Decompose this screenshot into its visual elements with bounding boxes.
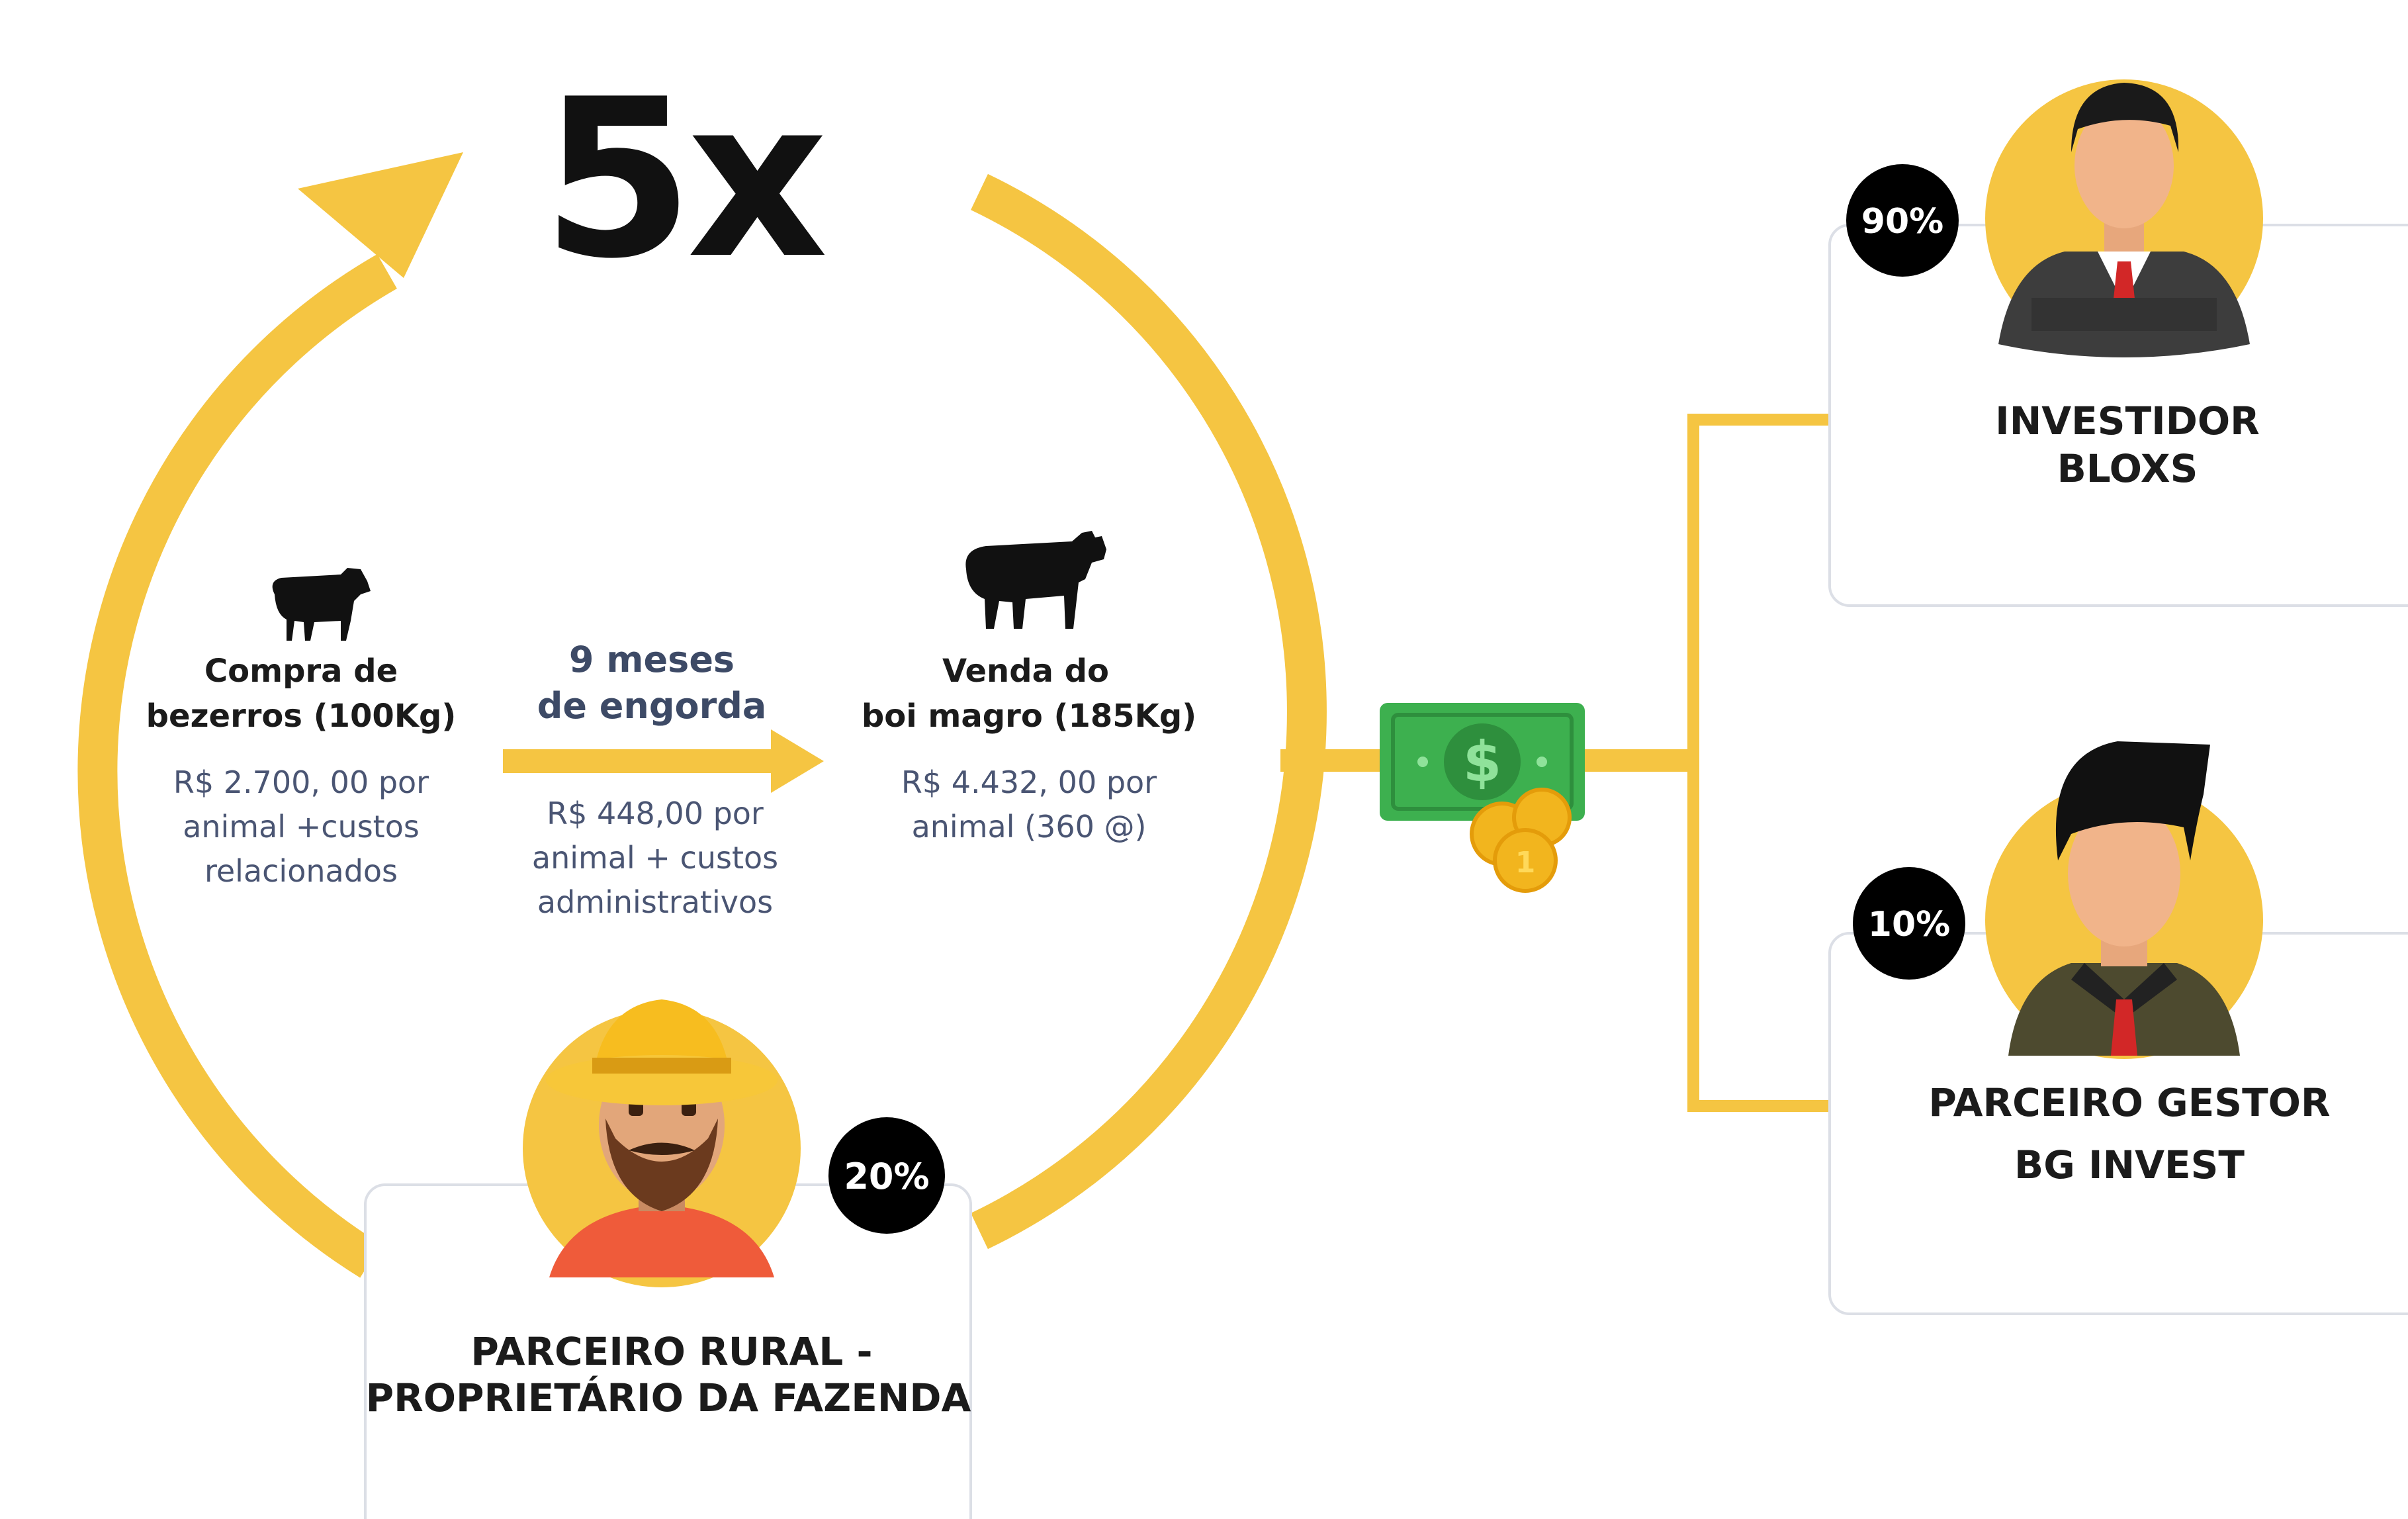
manager-percent: 10%: [1868, 905, 1950, 944]
manager-avatar-icon: [1985, 741, 2263, 1059]
buy-desc-line3: relacionados: [204, 853, 398, 889]
flow-connectors: [1280, 414, 1830, 1112]
cycle-arrowhead: [298, 152, 463, 278]
rural-partner-card: 20% PARCEIRO RURAL - PROPRIETÁRIO DA FAZ…: [364, 999, 972, 1519]
manager-label-line1: PARCEIRO GESTOR: [1928, 1080, 2330, 1125]
fatten-title-line1: 9 meses: [569, 639, 735, 680]
multiplier-title: 5x: [542, 52, 827, 306]
sell-desc-line1: R$ 4.432, 00 por: [901, 764, 1157, 800]
manager-label-line2: BG INVEST: [2014, 1142, 2245, 1187]
bull-icon: [965, 531, 1106, 629]
investor-avatar-icon: [1985, 79, 2263, 357]
rural-percent: 20%: [844, 1156, 929, 1197]
farmer-avatar-icon: [523, 999, 801, 1287]
buy-desc-line2: animal +custos: [183, 809, 420, 845]
cycle-arrow: [77, 152, 1327, 1278]
fatten-desc-line1: R$ 448,00 por: [547, 796, 764, 831]
svg-text:1: 1: [1515, 846, 1536, 880]
buy-desc-line1: R$ 2.700, 00 por: [173, 764, 429, 800]
buy-title-line1: Compra de: [204, 653, 398, 690]
manager-percent-badge: [1853, 867, 1965, 980]
rural-label-line2: PROPRIETÁRIO DA FAZENDA: [366, 1375, 971, 1420]
investor-percent: 90%: [1861, 202, 1943, 242]
money-symbol: $: [1463, 729, 1501, 794]
investor-label-line1: INVESTIDOR: [1995, 398, 2260, 443]
rural-percent-badge: [828, 1117, 945, 1234]
sell-desc-line2: animal (360 @): [912, 809, 1147, 845]
money-icon: $ 1: [1380, 703, 1585, 893]
sell-title-line1: Venda do: [942, 653, 1109, 690]
investor-card: 90% INVESTIDOR BLOXS: [1828, 79, 2408, 607]
fatten-desc-line3: administrativos: [537, 884, 773, 920]
sell-title-line2: boi magro (185Kg): [862, 698, 1196, 735]
rural-label-line1: PARCEIRO RURAL -: [470, 1329, 872, 1374]
investor-label-line2: BLOXS: [2057, 446, 2198, 491]
fatten-arrow: [503, 729, 824, 793]
buy-title-line2: bezerros (100Kg): [146, 698, 457, 735]
investor-percent-badge: [1846, 164, 1959, 277]
manager-card: 10% PARCEIRO GESTOR BG INVEST: [1828, 741, 2408, 1315]
calf-icon: [272, 568, 371, 641]
fatten-title-line2: de engorda: [537, 685, 767, 727]
fatten-desc-line2: animal + custos: [532, 840, 778, 876]
